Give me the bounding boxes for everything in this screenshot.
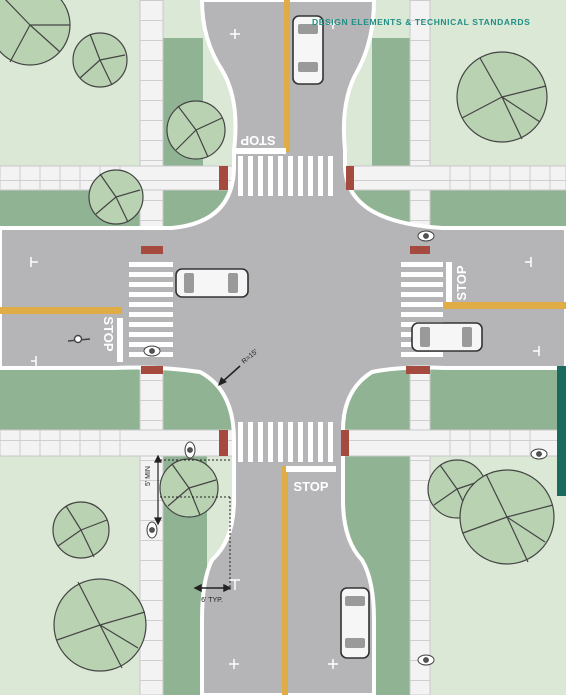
pedestrian [417, 654, 435, 666]
stop-label-south: STOP [293, 479, 328, 494]
pedestrians [143, 230, 548, 666]
tree [53, 578, 147, 672]
cyclist [67, 334, 91, 344]
buffer-label: 5' MIN [145, 466, 152, 486]
pedestrian [143, 345, 161, 357]
pedestrian [184, 441, 196, 459]
pedestrian [417, 230, 435, 242]
stop-legends: STOP STOP STOP STOP [101, 133, 469, 494]
trees [0, 0, 555, 672]
stop-label-west: STOP [101, 316, 116, 351]
buffer-dimension: 5' MIN [145, 454, 231, 590]
car-west [175, 268, 249, 298]
side-tab [557, 366, 566, 496]
curb-ramps [141, 166, 430, 456]
pedestrian [530, 448, 548, 460]
tree [459, 469, 555, 565]
tree [456, 51, 548, 143]
car-east [411, 322, 483, 352]
tree [0, 0, 71, 66]
stop-label-east: STOP [454, 265, 469, 300]
spacing-label: 6' TYP. [201, 597, 223, 604]
lane-markers [30, 19, 540, 669]
tree [166, 100, 226, 160]
tree [159, 458, 219, 518]
tree [52, 501, 110, 559]
pedestrian [146, 521, 158, 539]
car-south [340, 587, 370, 659]
car-north [292, 15, 324, 85]
tree [72, 32, 128, 88]
page-header: DESIGN ELEMENTS & TECHNICAL STANDARDS [312, 17, 531, 27]
stop-bars [117, 148, 452, 472]
stop-label-north: STOP [240, 133, 275, 148]
spacing-dimension: 6' TYP. [193, 583, 232, 604]
tree [88, 169, 144, 225]
